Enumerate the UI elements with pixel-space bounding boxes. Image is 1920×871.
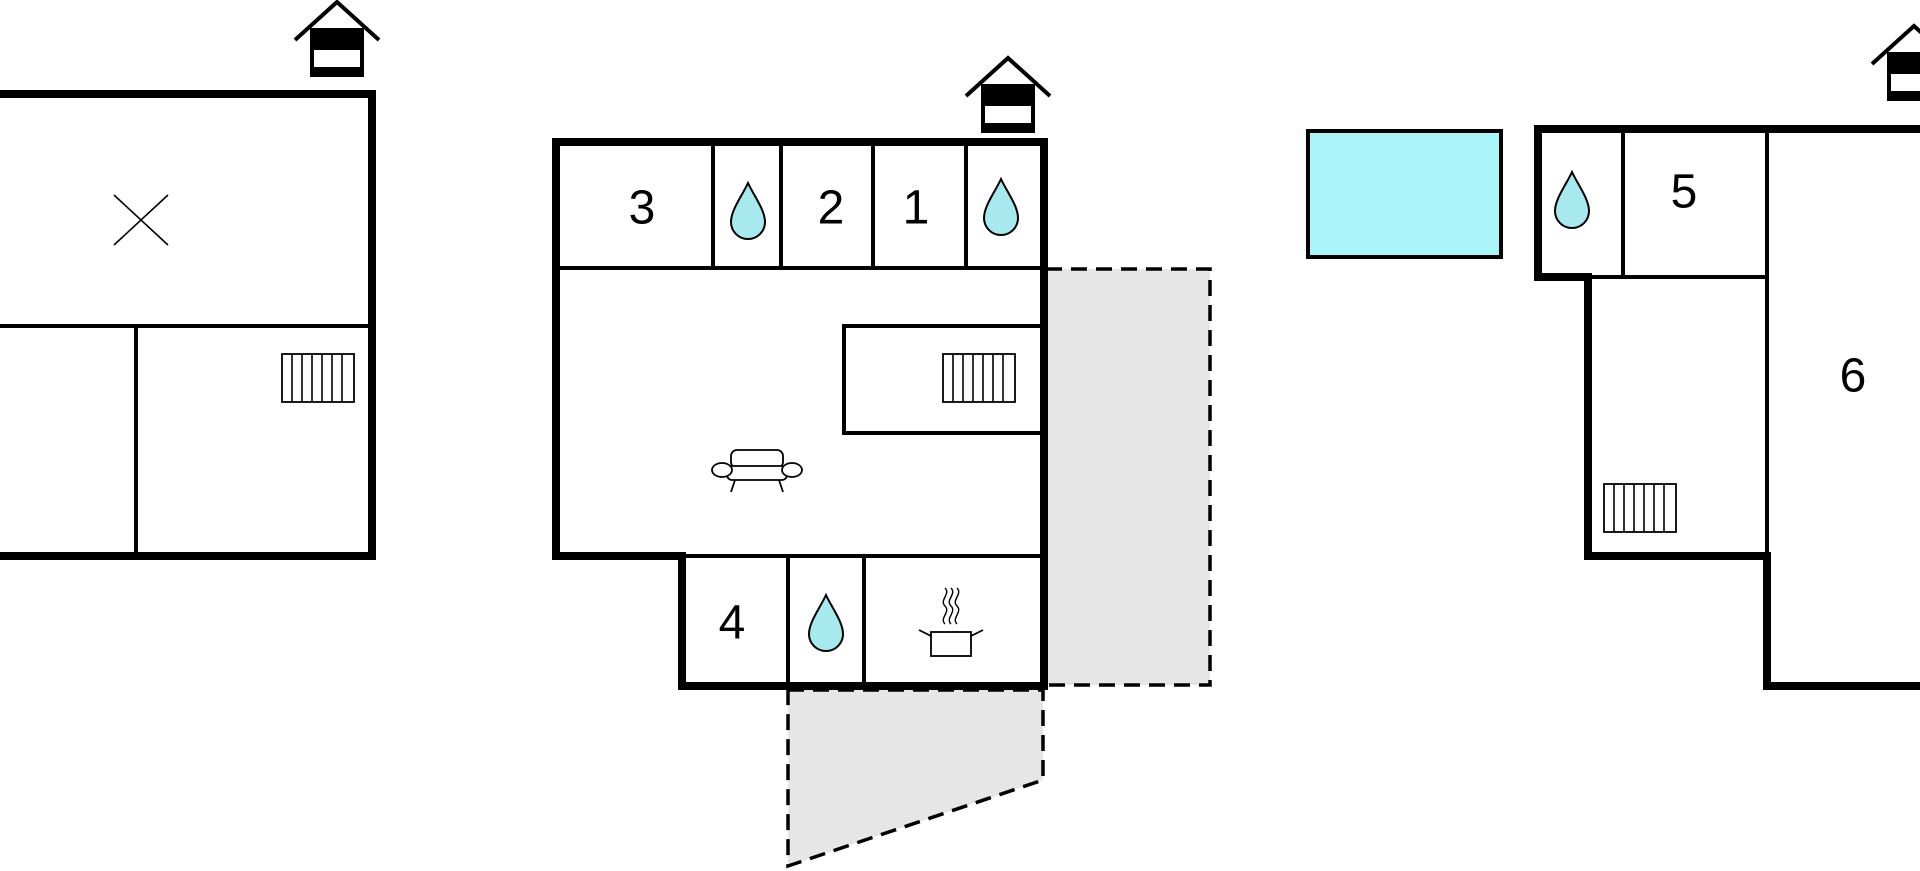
water-drop-icon <box>730 182 766 240</box>
building-middle: 3 2 1 4 <box>552 56 1212 869</box>
radiator-icon <box>281 353 355 403</box>
house-entrance-icon <box>1870 24 1920 101</box>
pool-icon <box>1306 129 1503 259</box>
building-middle-walls <box>552 138 1048 690</box>
terrace-bottom <box>786 688 1045 869</box>
cross-mark-icon <box>113 194 169 246</box>
house-entrance-icon <box>964 56 1052 133</box>
room-number-6: 6 <box>1840 350 1867 403</box>
radiator-icon <box>942 353 1016 403</box>
radiator-icon <box>1603 483 1677 533</box>
room-number-3: 3 <box>629 182 656 235</box>
water-drop-icon <box>808 594 844 652</box>
stair-box <box>842 324 1046 435</box>
water-drop-icon <box>1554 171 1590 229</box>
building-right: 5 6 <box>1534 24 1920 690</box>
house-entrance-icon <box>293 0 381 77</box>
cooking-pot-icon <box>918 587 984 657</box>
room-number-5: 5 <box>1671 166 1698 219</box>
water-drop-icon <box>983 178 1019 236</box>
room-number-1: 1 <box>903 182 930 235</box>
sofa-icon <box>711 449 803 493</box>
terrace-right <box>1044 267 1212 687</box>
building-left <box>0 0 381 560</box>
room-number-2: 2 <box>818 182 845 235</box>
building-right-walls <box>1534 125 1920 690</box>
room-number-4: 4 <box>719 597 746 650</box>
